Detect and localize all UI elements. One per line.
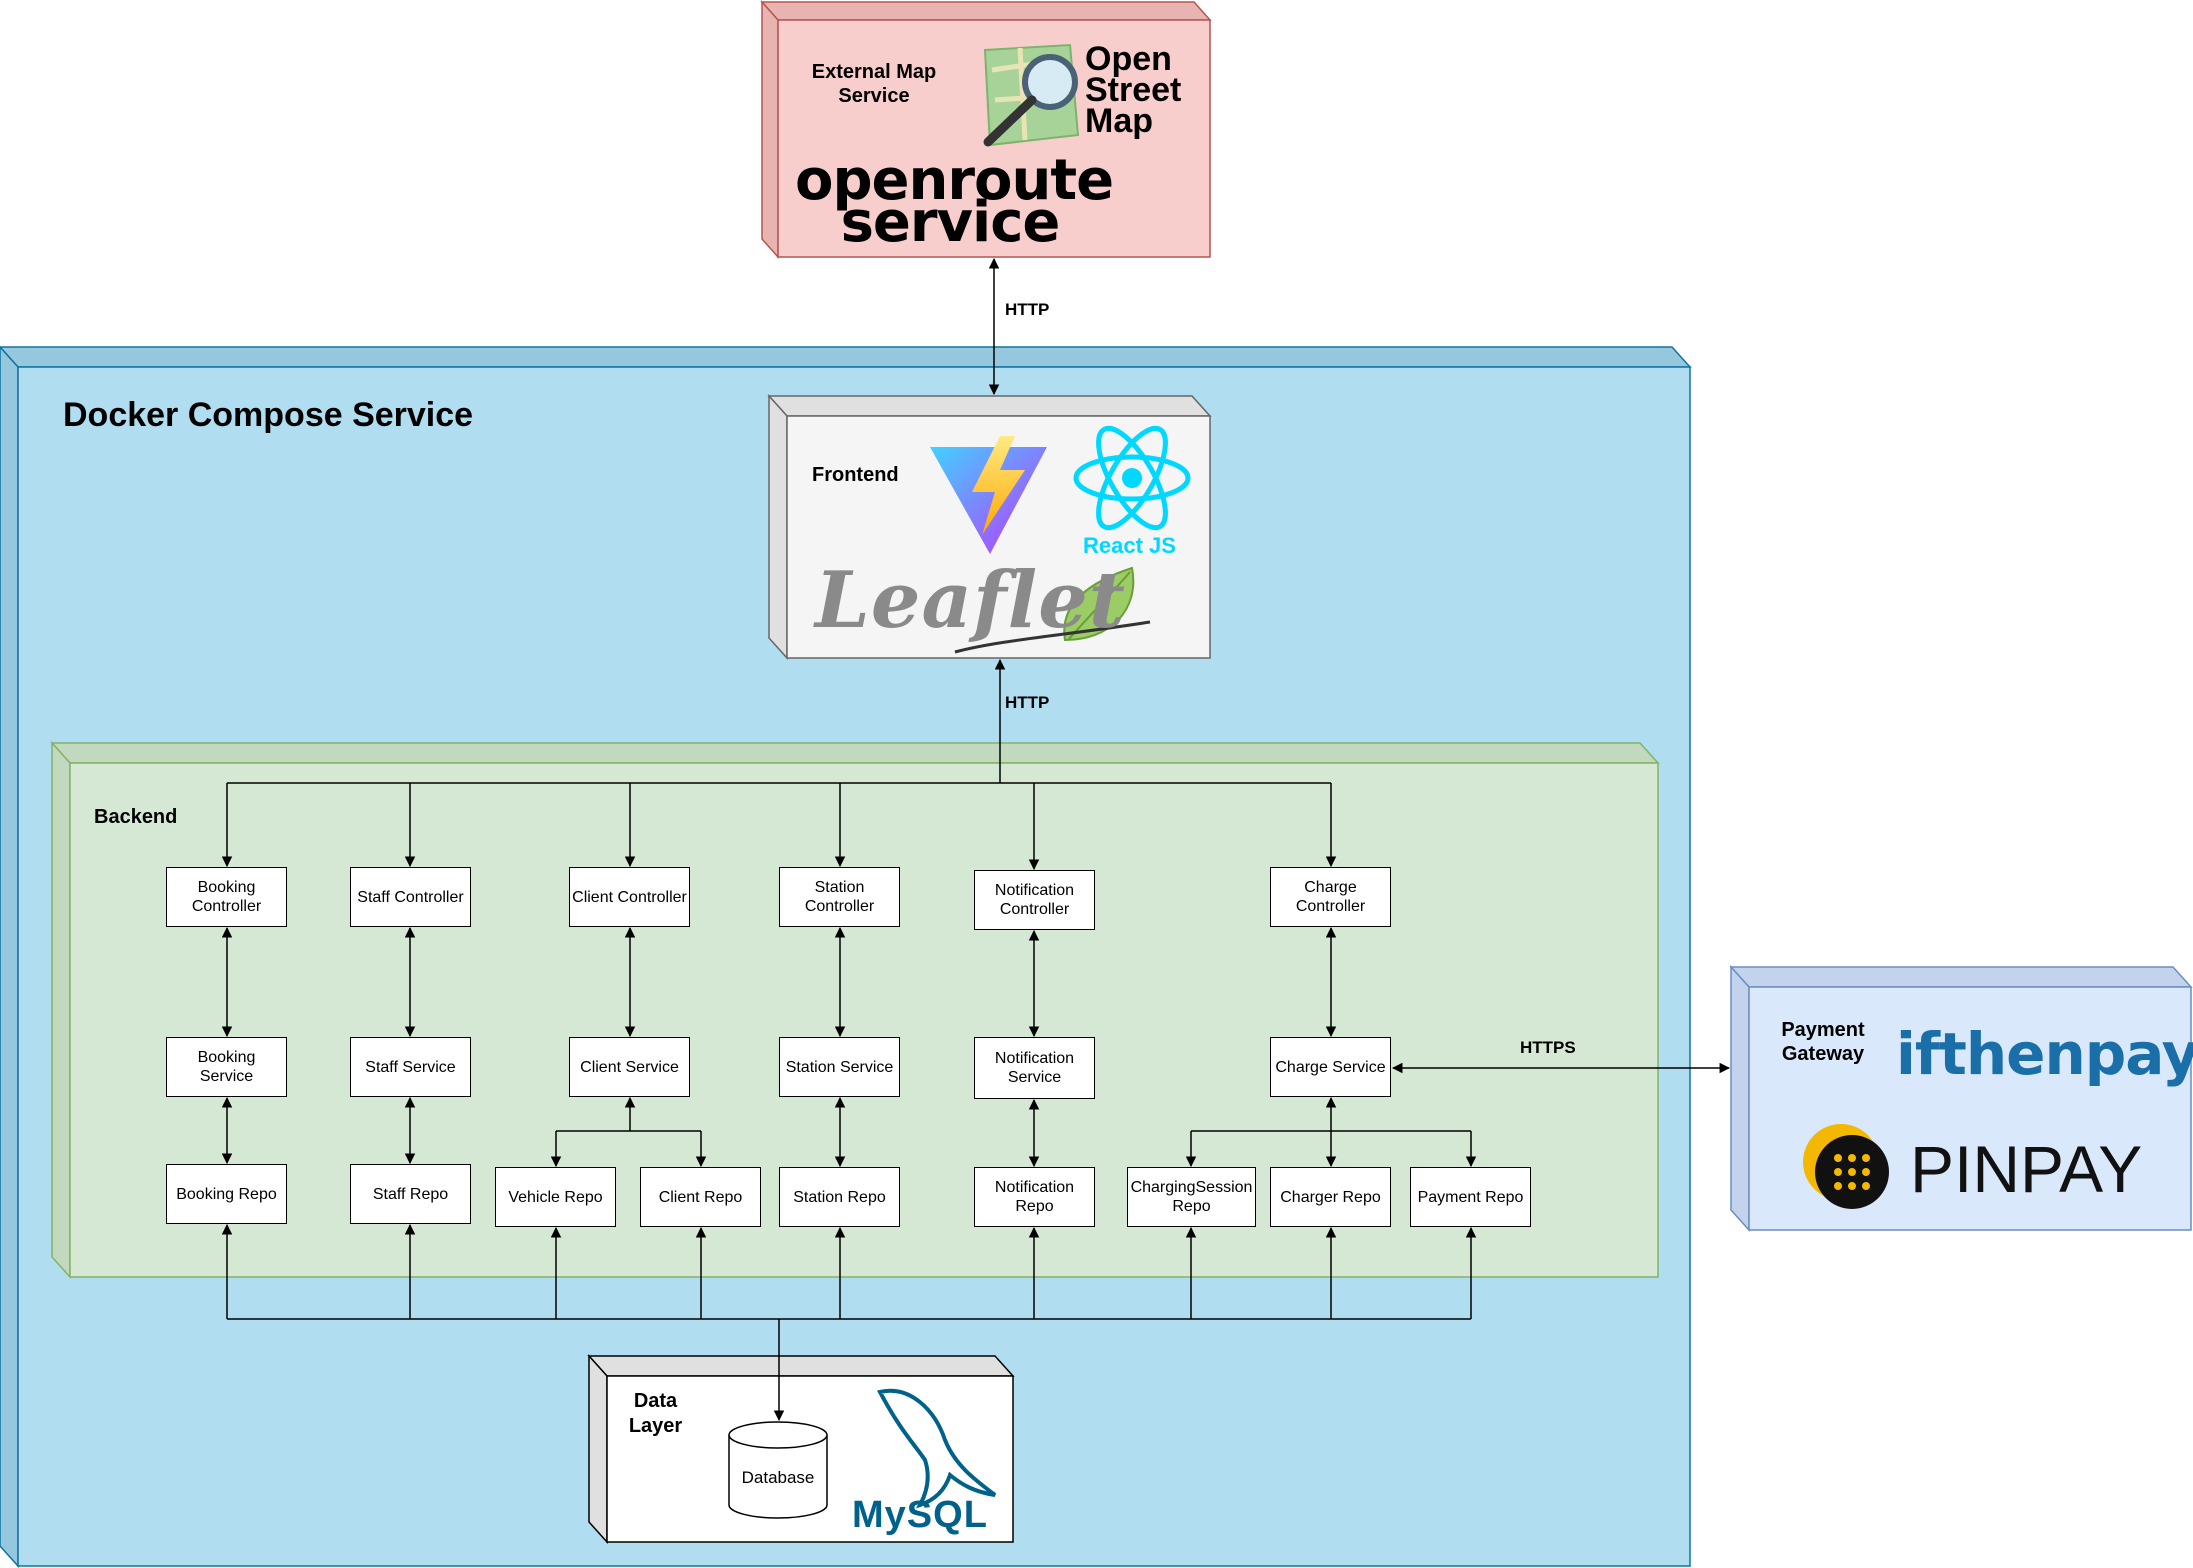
payment-repo[interactable]: Payment Repo bbox=[1410, 1167, 1531, 1227]
station-repo[interactable]: Station Repo bbox=[779, 1167, 900, 1227]
client-controller[interactable]: Client Controller bbox=[569, 867, 690, 927]
data-layer-title: Data Layer bbox=[628, 1390, 683, 1437]
client-repo[interactable]: Client Repo bbox=[640, 1167, 761, 1227]
http-label-top: HTTP bbox=[1005, 300, 1050, 319]
booking-repo[interactable]: Booking Repo bbox=[166, 1164, 287, 1224]
openrouteservice-logo-text: openroute service bbox=[795, 148, 1114, 255]
leaflet-leaf-icon bbox=[954, 566, 1151, 654]
booking-service[interactable]: Booking Service bbox=[166, 1037, 287, 1097]
https-label: HTTPS bbox=[1520, 1038, 1576, 1057]
payment-gateway-node bbox=[1729, 965, 2193, 1232]
client-service[interactable]: Client Service bbox=[569, 1037, 690, 1097]
connectors bbox=[221, 257, 1731, 1422]
notification-repo[interactable]: Notification Repo bbox=[974, 1167, 1095, 1227]
mysql-dolphin-icon bbox=[877, 1388, 997, 1509]
backend-title: Backend bbox=[94, 806, 178, 828]
staff-controller[interactable]: Staff Controller bbox=[350, 867, 471, 927]
http-label-frontend: HTTP bbox=[1005, 693, 1050, 712]
station-service[interactable]: Station Service bbox=[779, 1037, 900, 1097]
docker-compose-title: Docker Compose Service bbox=[63, 396, 474, 434]
charge-service[interactable]: Charge Service bbox=[1270, 1037, 1391, 1097]
staff-service[interactable]: Staff Service bbox=[350, 1037, 471, 1097]
osm-logo-text: Open Street Map bbox=[1085, 40, 1182, 140]
notification-service[interactable]: Notification Service bbox=[974, 1037, 1095, 1099]
react-js-label: React JS bbox=[1083, 533, 1176, 558]
vite-icon bbox=[930, 436, 1047, 554]
database-label: Database bbox=[741, 1468, 815, 1487]
charge-controller[interactable]: Charge Controller bbox=[1270, 867, 1391, 927]
frontend-title: Frontend bbox=[812, 464, 899, 486]
vehicle-repo[interactable]: Vehicle Repo bbox=[495, 1167, 616, 1227]
leaflet-wordmark: Leaflet bbox=[815, 555, 1126, 646]
staff-repo[interactable]: Staff Repo bbox=[350, 1164, 471, 1224]
external-map-title: External Map Service bbox=[811, 61, 937, 107]
pinpay-icon bbox=[1803, 1124, 1889, 1209]
notification-controller[interactable]: Notification Controller bbox=[974, 870, 1095, 930]
pinpay-wordmark: PINPAY bbox=[1910, 1132, 2143, 1206]
ifthenpay-wordmark: ifthenpay bbox=[1896, 1020, 2193, 1088]
charging-session-repo[interactable]: ChargingSession Repo bbox=[1127, 1167, 1256, 1227]
booking-controller[interactable]: Booking Controller bbox=[166, 867, 287, 927]
react-icon bbox=[1073, 425, 1191, 531]
mysql-wordmark: MySQL bbox=[852, 1494, 988, 1536]
charger-repo[interactable]: Charger Repo bbox=[1270, 1167, 1391, 1227]
payment-gateway-title: Payment Gateway bbox=[1781, 1019, 1865, 1065]
database-cylinder bbox=[728, 1421, 828, 1519]
station-controller[interactable]: Station Controller bbox=[779, 867, 900, 927]
openstreetmap-logo bbox=[983, 43, 1080, 147]
